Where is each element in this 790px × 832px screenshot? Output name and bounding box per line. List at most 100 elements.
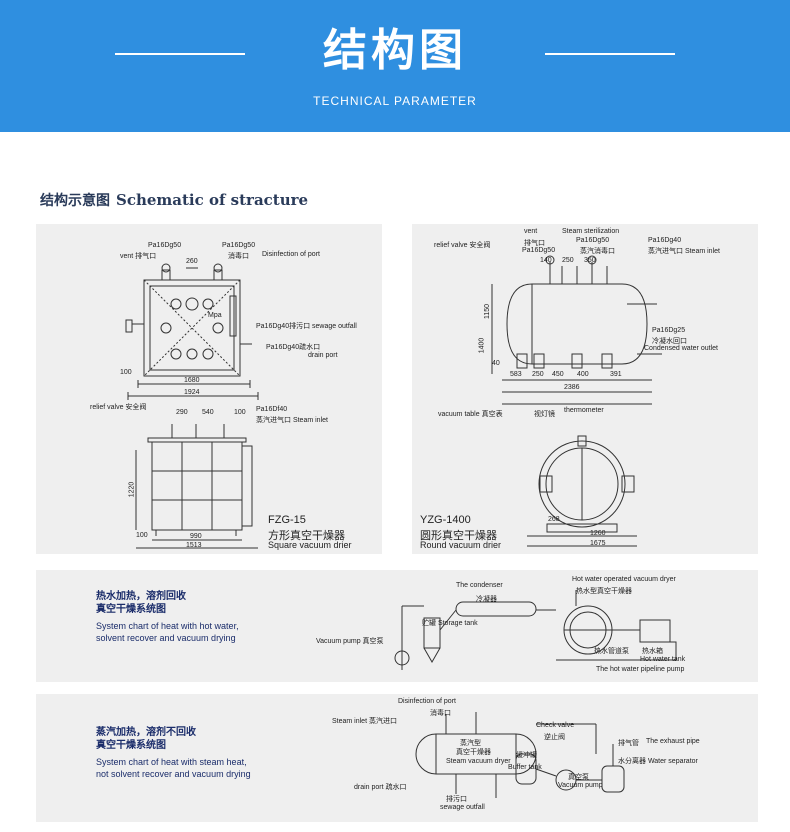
- yzg-lamp: 视灯镜: [534, 411, 555, 418]
- sys1-hw-pump-cn: 热水管道泵: [594, 648, 629, 655]
- sys2-check-cn: 逆止阀: [544, 734, 565, 741]
- sys1-hw-dryer: Hot water operated vacuum dryer: [572, 576, 676, 583]
- sys2-disinfect: Disinfection of port: [398, 698, 456, 705]
- sys1-hw-dryer-cn: 热水型真空干燥器: [576, 588, 632, 595]
- system1-cn-line1: 热水加热，溶剂回收: [96, 591, 186, 602]
- yzg-d350: 350: [584, 257, 596, 264]
- fzg-height: 1220: [128, 481, 136, 498]
- fzg-d290: 290: [176, 409, 188, 416]
- fzg-steam-pa: Pa16Df40: [256, 406, 288, 413]
- yzg-d2386: 2386: [564, 384, 580, 391]
- yzg-drawing: [491, 255, 662, 547]
- fzg-vent: vent 排气口: [120, 253, 157, 260]
- system1-title-en: System chart of heat with hot water, sol…: [96, 620, 239, 644]
- system2-drawing: [415, 712, 625, 798]
- fzg-d1513: 1513: [186, 542, 202, 549]
- yzg-h2: 1400: [478, 337, 486, 354]
- document-body: 结构示意图 Schematic of stracture: [0, 132, 790, 832]
- yzg-d40: 40: [492, 360, 500, 367]
- yzg-thermo: thermometer: [564, 407, 604, 414]
- fzg-pa-disinfect: Pa16Dg50: [222, 242, 256, 249]
- fzg-d100b: 100: [234, 409, 246, 416]
- system2-cn-line1: 蒸汽加热，溶剂不回收: [96, 727, 196, 738]
- fzg-disinfect-en: Disinfection of port: [262, 251, 320, 258]
- system2-en-line1: System chart of heat with steam heat,: [96, 757, 247, 767]
- yzg-vt: vacuum table 真空表: [438, 411, 503, 418]
- fzg-panel: Pa16Dg50 vent 排气口 Pa16Dg50 消毒口 Disinfect…: [36, 224, 382, 554]
- fzg-d100c: 100: [136, 532, 148, 539]
- sys2-steam-dryer: Steam vacuum dryer: [446, 758, 511, 765]
- fzg-drawing: [125, 263, 259, 549]
- system2-panel: 蒸汽加热，溶剂不回收 真空干燥系统图 System chart of heat …: [36, 694, 758, 822]
- sys2-disinfect-cn: 消毒口: [430, 710, 451, 717]
- fzg-name-en: Square vacuum drier: [268, 540, 352, 550]
- system2-cn-line2: 真空干燥系统图: [96, 740, 166, 751]
- sys2-sewage: sewage outfall: [440, 804, 485, 811]
- fzg-d260: 260: [186, 258, 198, 265]
- sys2-exhaust: The exhaust pipe: [646, 738, 700, 745]
- yzg-h1: 1150: [484, 303, 492, 320]
- yzg-d400: 400: [577, 371, 589, 378]
- yzg-d450: 450: [552, 371, 564, 378]
- section-title-en: Schematic of stracture: [116, 191, 309, 209]
- yzg-d1260: 1260: [590, 530, 606, 537]
- sys1-hw-tank: Hot water tank: [640, 656, 686, 663]
- sys2-dryer-cn2: 真空干燥器: [456, 749, 491, 756]
- header-banner: 结构图 TECHNICAL PARAMETER: [0, 0, 790, 132]
- yzg-d250b: 250: [532, 371, 544, 378]
- fzg-d1680: 1680: [184, 377, 200, 384]
- yzg-vent-cn: 排气口: [524, 240, 545, 247]
- yzg-cond-cn: 冷凝水回口: [652, 338, 687, 345]
- yzg-d391: 391: [610, 371, 622, 378]
- sys2-vpump: Vacuum pump: [558, 782, 603, 789]
- fzg-name-cn: 方形真空干燥器: [268, 530, 345, 542]
- sys2-exhaust-cn: 排气管: [618, 740, 639, 747]
- fzg-mpa: Mpa: [208, 312, 222, 319]
- yzg-pa50b: Pa16Dg50: [576, 237, 610, 244]
- fzg-model: FZG-15: [268, 514, 306, 526]
- sys2-vpump-cn: 真空泵: [568, 774, 589, 781]
- section-title-cn: 结构示意图: [40, 193, 110, 209]
- system1-cn-line2: 真空干燥系统图: [96, 604, 166, 615]
- yzg-d583: 583: [510, 371, 522, 378]
- banner-title: 结构图: [323, 25, 467, 76]
- sys1-storage: 贮罐 Storage tank: [422, 620, 478, 627]
- yzg-name-en: Round vacuum drier: [420, 540, 502, 550]
- banner-left-line: [115, 53, 245, 55]
- sys2-steam-inlet: Steam inlet 蒸汽进口: [332, 718, 397, 725]
- fzg-d540: 540: [202, 409, 214, 416]
- fzg-steam: 蒸汽进气口 Steam inlet: [256, 417, 328, 424]
- sys2-drain: drain port 疏水口: [354, 784, 407, 791]
- yzg-d268: 268: [548, 516, 560, 523]
- system2-title-cn: 蒸汽加热，溶剂不回收 真空干燥系统图: [96, 726, 196, 752]
- sys2-buffer-cn: 缓冲罐: [516, 752, 537, 759]
- sys2-water-sep: 水分离器 Water separator: [618, 758, 698, 765]
- fzg-relief: relief valve 安全阀: [90, 404, 147, 411]
- yzg-d250: 250: [562, 257, 574, 264]
- yzg-pa25: Pa16Dg25: [652, 327, 686, 334]
- sys1-condenser: The condenser: [456, 582, 503, 589]
- yzg-disinfect-cn: 蒸汽消毒口: [580, 248, 615, 255]
- sys2-dryer-cn1: 蒸汽型: [460, 740, 481, 747]
- fzg-sewage: Pa16Dg40排污口 sewage outfall: [256, 323, 357, 330]
- fzg-pa-vent: Pa16Dg50: [148, 242, 182, 249]
- banner-subtitle: TECHNICAL PARAMETER: [313, 94, 477, 108]
- sys1-vpump: Vacuum pump 真空泵: [316, 638, 384, 645]
- sys1-condenser-cn: 冷凝器: [476, 596, 497, 603]
- banner-right-line: [545, 53, 675, 55]
- yzg-name-cn: 圆形真空干燥器: [420, 530, 497, 542]
- yzg-steam-inlet: 蒸汽进气口 Steam inlet: [648, 248, 720, 255]
- sys1-hw-tank-cn: 热水箱: [642, 648, 663, 655]
- yzg-steam-ster: Steam sterilization: [562, 228, 620, 235]
- system1-en-line1: System chart of heat with hot water,: [96, 621, 239, 631]
- fzg-disinfect-cn: 消毒口: [228, 253, 249, 260]
- sys2-sewage-cn: 排污口: [446, 796, 467, 803]
- yzg-d140: 140: [540, 257, 552, 264]
- system1-en-line2: solvent recover and vacuum drying: [96, 633, 236, 643]
- system1-title-cn: 热水加热，溶剂回收 真空干燥系统图: [96, 590, 186, 616]
- sys2-check: Check valve: [536, 722, 575, 729]
- sys1-hw-pipe-pump: The hot water pipeline pump: [596, 666, 685, 673]
- yzg-vent: vent: [524, 228, 538, 235]
- fzg-d100: 100: [120, 369, 132, 376]
- system2-title-en: System chart of heat with steam heat, no…: [96, 756, 251, 780]
